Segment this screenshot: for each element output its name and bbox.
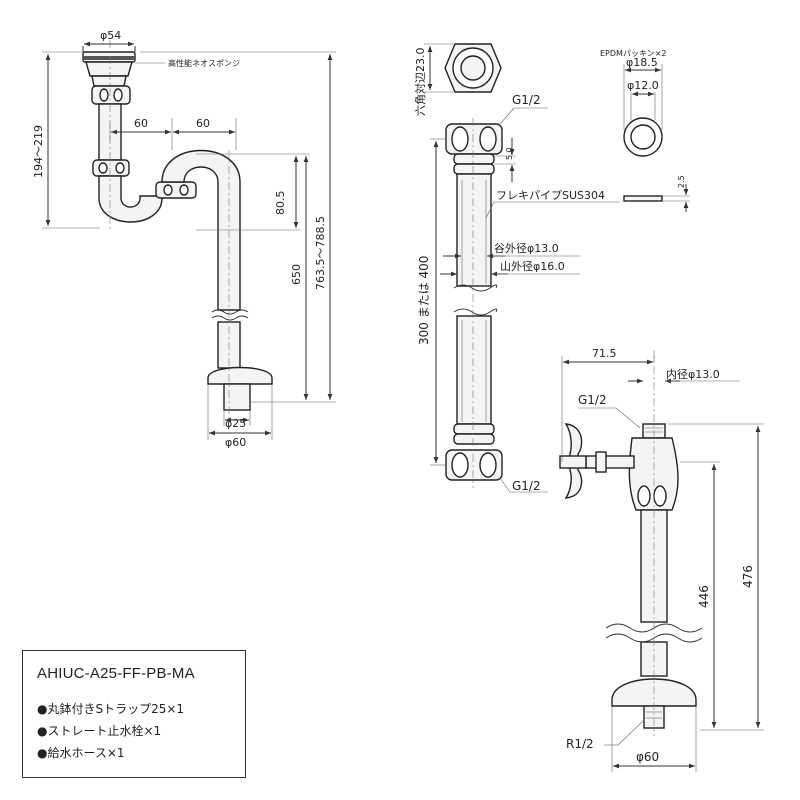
s-trap-drawing: φ54 高性能ネオスポンジ 194～219 60 60 80.5 650 763… [32,29,336,449]
item-stop-valve: ●ストレート止水栓×1 [37,724,162,738]
trap-pipe-diameter-label: φ25 [225,417,246,430]
trap-drop-length: 650 [290,264,303,285]
trap-bend-height: 80.5 [274,191,287,216]
gasket-inner-dia: φ12.0 [627,79,659,92]
hose-thread-bottom: G1/2 [512,479,541,493]
gasket-label: EPDMパッキン×2 [600,49,667,58]
hose-valley-od: 谷外径φ13.0 [494,242,559,255]
valve-thread-top: G1/2 [578,393,607,407]
valve-offset: 71.5 [592,347,617,360]
flex-hose-drawing: 六角対辺23.0 G1/2 5.0 フレキパイプSUS304 谷外径φ13.0 … [413,43,620,493]
item-s-trap: ●丸鉢付きSトラップ25×1 [37,702,185,716]
hose-material: フレキパイプSUS304 [496,189,605,202]
trap-offset-2: 60 [196,117,210,130]
item-supply-hose: ●給水ホース×1 [37,746,125,760]
valve-thread-bottom: R1/2 [566,737,594,751]
trap-flange-diameter: φ60 [225,436,246,449]
trap-offset-1: 60 [134,117,148,130]
hose-peak-od: 山外径φ16.0 [500,260,565,273]
product-info-box: AHIUC-A25-FF-PB-MA ●丸鉢付きSトラップ25×1 ●ストレート… [22,650,246,778]
product-code: AHIUC-A25-FF-PB-MA [37,665,195,682]
trap-top-diameter: φ54 [100,29,121,42]
hose-hex-across: 六角対辺23.0 [413,48,427,117]
valve-inner-dia: 内径φ13.0 [666,367,720,381]
valve-height-476: 476 [741,565,755,588]
trap-height-range: 194～219 [32,125,45,178]
gasket-thickness: 2.5 [677,175,686,188]
hose-length: 300 または 400 [417,256,431,345]
stop-valve-drawing: 71.5 内径φ13.0 G1/2 476 446 R1/2 φ60 [559,347,764,772]
valve-height-446: 446 [697,585,711,608]
trap-total-range: 763.5～788.5 [314,216,327,290]
gasket-outer-dia: φ18.5 [626,56,658,69]
gasket-drawing: EPDMパッキン×2 φ18.5 φ12.0 2.5 [600,49,690,212]
hose-thread-top: G1/2 [512,93,541,107]
hose-pitch: 5.0 [505,147,514,160]
valve-flange-dia: φ60 [636,750,659,764]
sponge-label: 高性能ネオスポンジ [168,58,240,68]
